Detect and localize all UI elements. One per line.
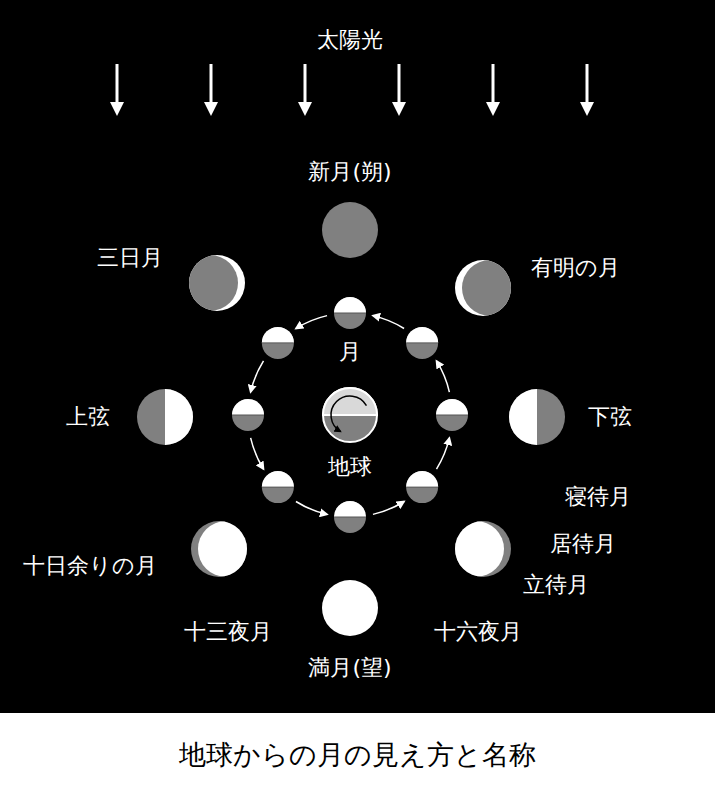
orbit-moon: [232, 399, 264, 431]
new-moon: [322, 202, 378, 258]
orbit-moon: [406, 327, 438, 359]
night-background: [0, 0, 715, 713]
moon-orbit: [232, 297, 468, 533]
orbit-arrow: [373, 502, 404, 515]
sunlight-arrow: [110, 64, 124, 116]
orbit-moon: [262, 471, 294, 503]
phase-label: 十日余りの月: [23, 553, 157, 579]
earth-symbol: [323, 388, 377, 442]
sunlight-arrow: [486, 64, 500, 116]
orbit-moon: [436, 399, 468, 431]
orbit-moon: [334, 501, 366, 533]
waning-gibbous-moon: [448, 521, 511, 577]
phase-label: 有明の月: [531, 255, 620, 281]
phase-label: 満月(望): [308, 655, 391, 681]
orbit-moon: [262, 327, 294, 359]
phase-label: 月: [339, 339, 361, 365]
figure-caption: 地球からの月の見え方と名称: [179, 739, 536, 771]
first-quarter-moon: [137, 389, 193, 445]
waxing-gibbous-moon: [191, 521, 254, 577]
phase-label: 三日月: [97, 245, 163, 271]
phase-label: 新月(朔): [308, 159, 391, 185]
sunlight-arrow: [204, 64, 218, 116]
phase-label: 太陽光: [317, 27, 383, 53]
orbit-arrow: [251, 361, 264, 392]
sunlight-arrow: [298, 64, 312, 116]
phase-label: 居待月: [550, 531, 616, 557]
orbit-arrow: [373, 316, 404, 329]
orbit-arrow: [296, 316, 327, 329]
orbit-moon: [406, 471, 438, 503]
phase-label: 立待月: [523, 572, 589, 598]
phase-label: 十三夜月: [184, 619, 272, 645]
sunlight-arrow: [392, 64, 406, 116]
orbit-moon: [334, 297, 366, 329]
phase-label: 十六夜月: [434, 619, 522, 645]
phase-label: 上弦: [66, 404, 110, 430]
phase-label: 地球: [328, 454, 372, 480]
crescent-moon: [182, 255, 245, 311]
phase-label: 寝待月: [565, 484, 631, 510]
orbit-arrow: [437, 438, 450, 469]
waning-crescent-moon: [455, 260, 518, 316]
orbit-arrow: [251, 438, 264, 469]
full-moon: [322, 580, 378, 636]
phase-label: 下弦: [588, 404, 632, 430]
sunlight-arrow: [580, 64, 594, 116]
orbit-arrow: [296, 502, 327, 515]
orbit-arrow: [437, 361, 450, 392]
last-quarter-moon: [509, 389, 565, 445]
